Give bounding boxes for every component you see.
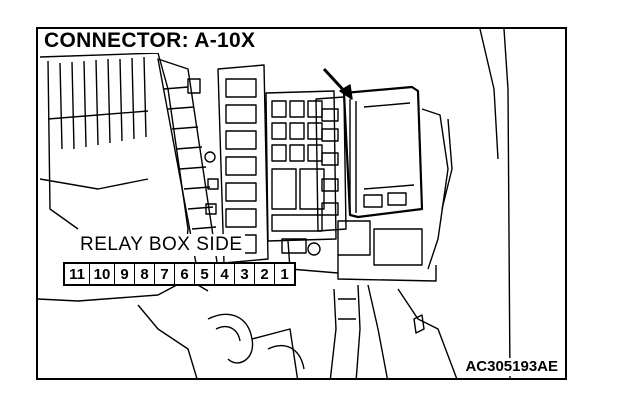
connector-pin-row: 11 10 9 8 7 6 5 4 3 2 1: [63, 262, 296, 286]
pin-label: 10: [90, 264, 115, 284]
pin-label: 7: [155, 264, 175, 284]
pin-label: 11: [65, 264, 90, 284]
pin-label: 2: [255, 264, 275, 284]
pin-label: 9: [115, 264, 135, 284]
figure-code: AC305193AE: [462, 358, 561, 376]
connector-title: CONNECTOR: A-10X: [42, 29, 259, 53]
relay-box-side-label: RELAY BOX SIDE: [78, 234, 245, 256]
pin-label: 5: [195, 264, 215, 284]
pin-label: 3: [235, 264, 255, 284]
pin-label: 1: [280, 266, 289, 283]
pin-label: 8: [135, 264, 155, 284]
engine-bay-illustration: [38, 29, 511, 378]
pin-label: 4: [215, 264, 235, 284]
diagram-frame: CONNECTOR: A-10X RELAY BOX SIDE 11 10 9 …: [36, 27, 567, 380]
pin-label: 6: [175, 264, 195, 284]
